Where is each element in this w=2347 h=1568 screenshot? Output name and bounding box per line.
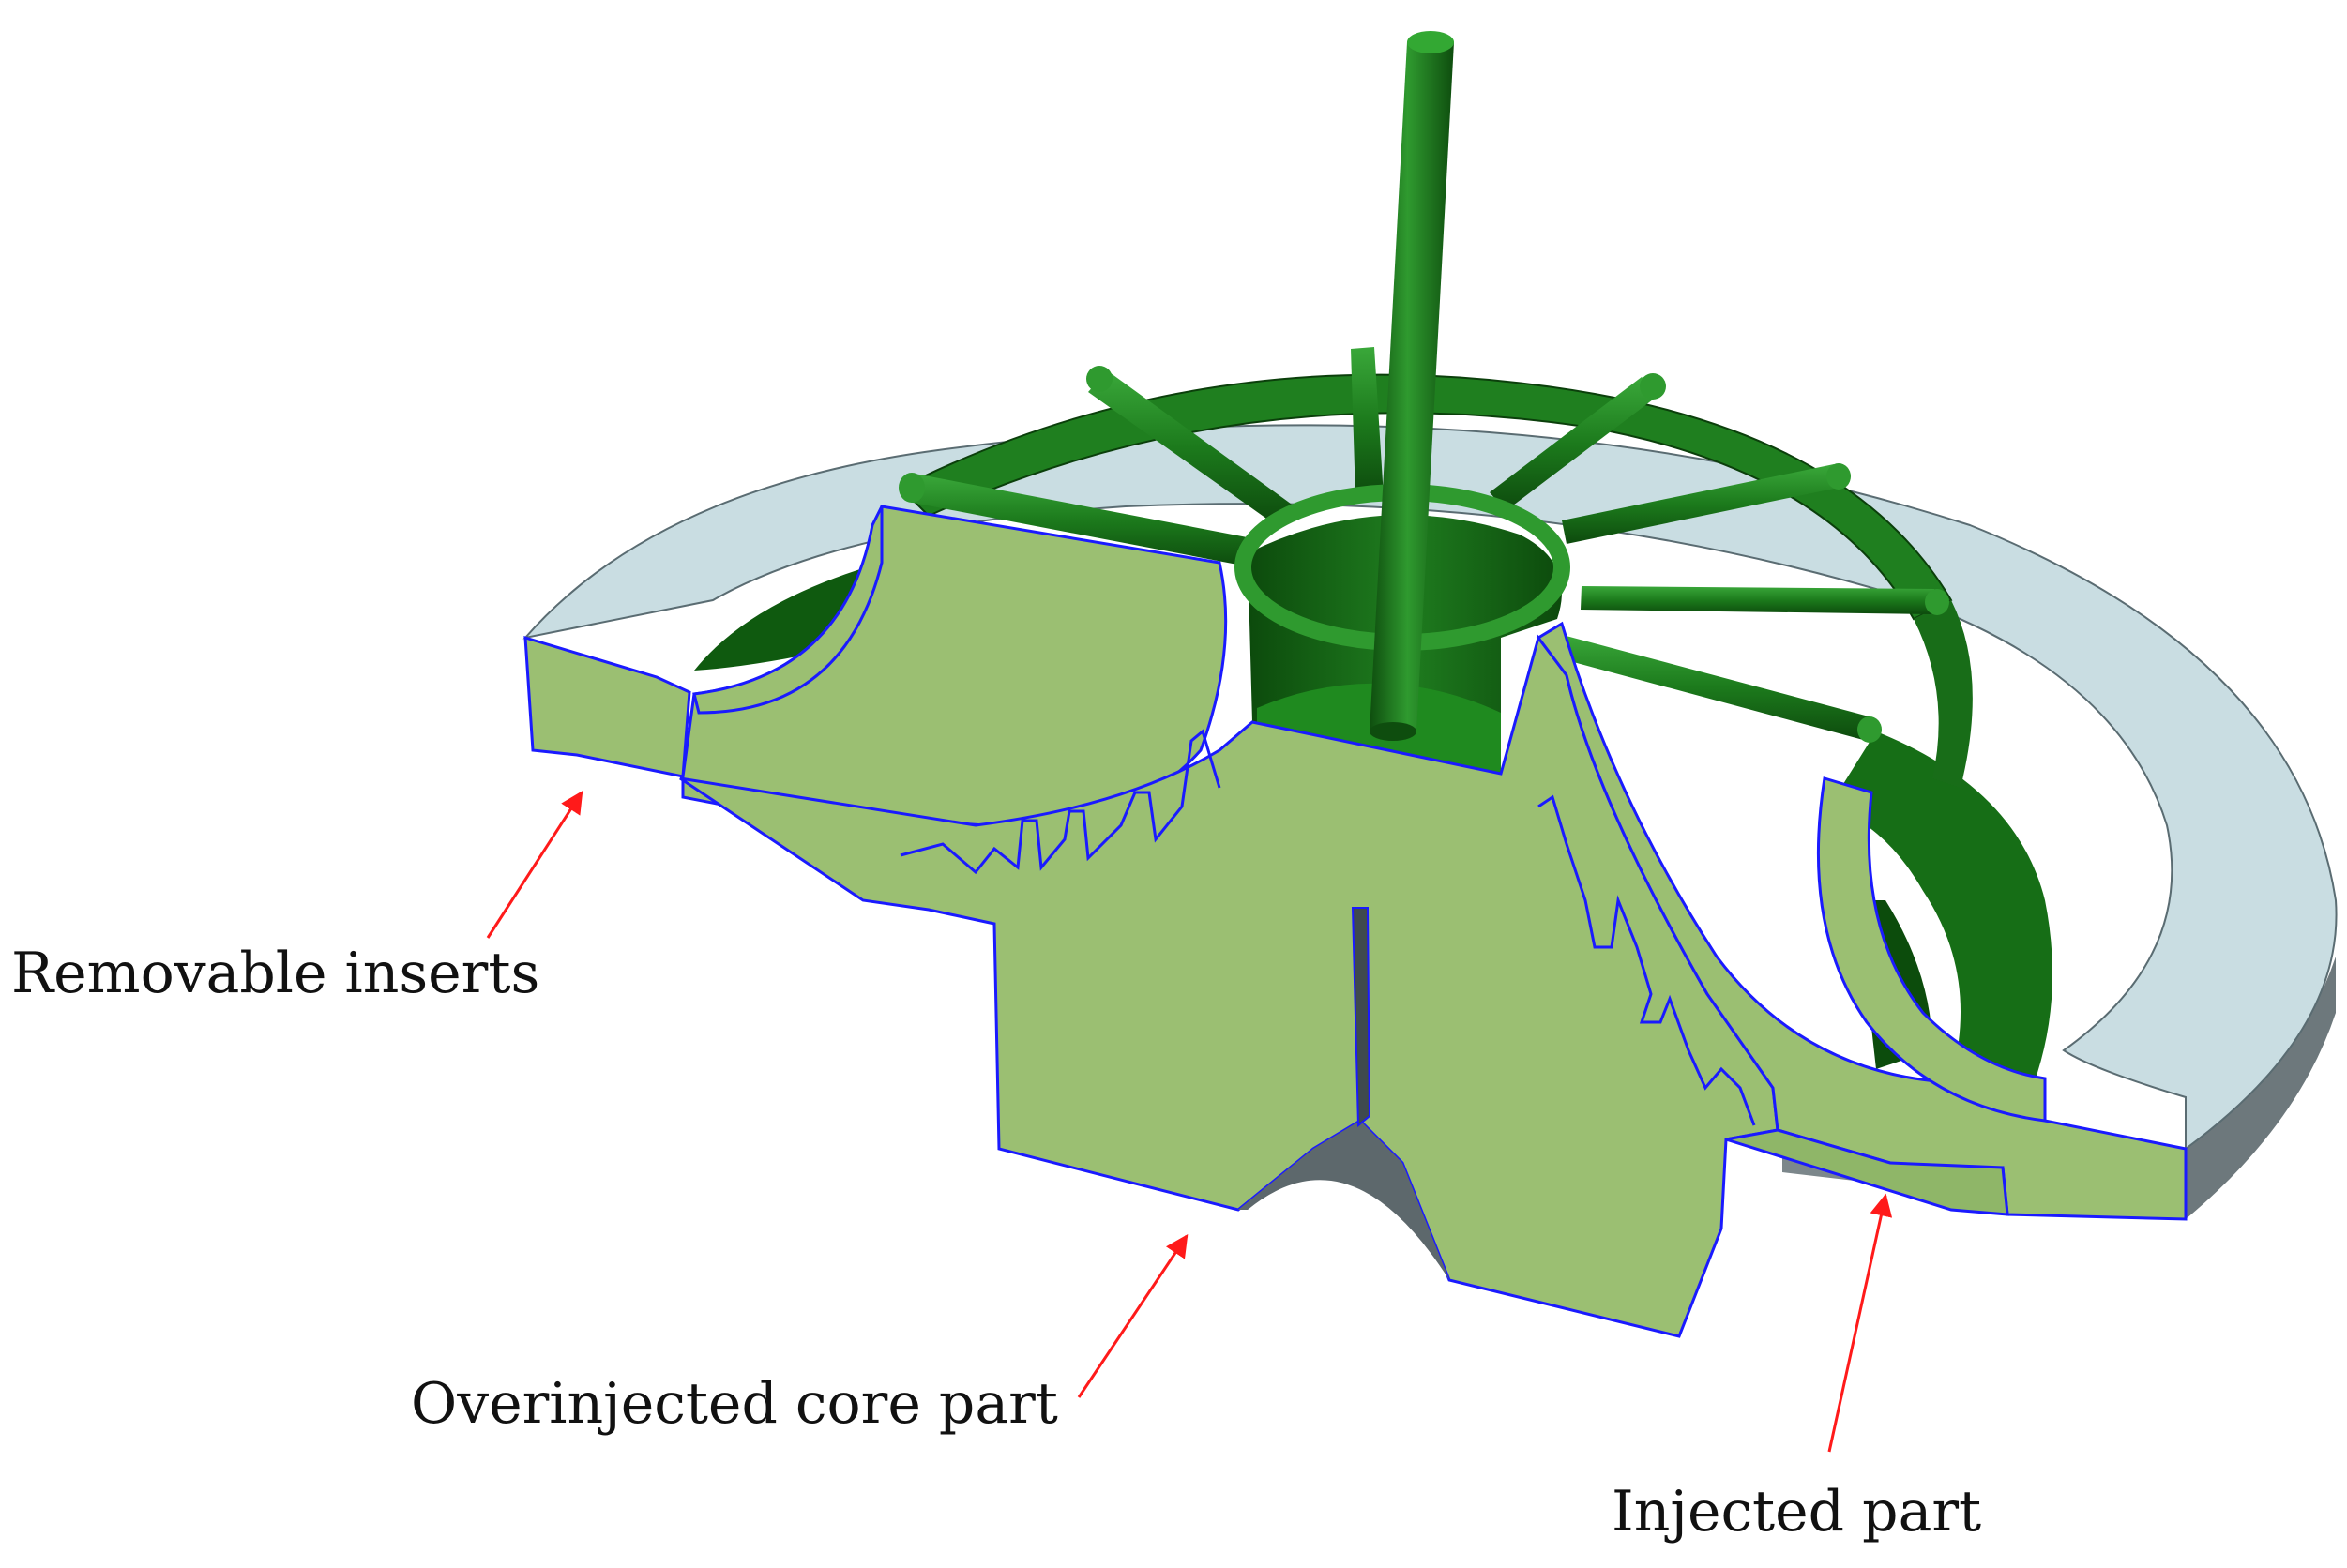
label-overinjected-core-part: Overinjected core part [411, 1371, 1058, 1437]
cavity-right [1829, 731, 2052, 1078]
spoke [1581, 586, 1934, 614]
spoke-end [1826, 463, 1851, 490]
spoke [1562, 464, 1839, 544]
spoke [1088, 370, 1295, 525]
spoke-end [1086, 366, 1113, 392]
insert-side-wall [2186, 957, 2336, 1219]
runner-spokes [899, 347, 1949, 743]
runner-rim-right [1914, 600, 1973, 788]
left-pocket [692, 505, 884, 715]
core-underside-hole [1238, 1121, 1449, 1280]
insert-top-surface [522, 424, 2338, 1151]
sprue-top [1407, 31, 1454, 53]
core-center-slit [1351, 907, 1371, 1128]
callout-arrow-overinjected-core [1077, 1234, 1189, 1398]
spoke [1351, 347, 1384, 497]
injected-part-right-step [1725, 1128, 2009, 1216]
spoke-end [1640, 373, 1666, 400]
core-teeth-left [900, 729, 1221, 875]
spoke [908, 474, 1257, 567]
spoke [1490, 377, 1660, 511]
label-injected-part: Injected part [1612, 1479, 1981, 1545]
label-removable-inserts: Removable inserts [11, 941, 539, 1006]
spoke-end [1925, 589, 1949, 615]
sprue-body [1370, 42, 1454, 731]
sprue-rod [1370, 31, 1454, 741]
spoke-end [1857, 716, 1882, 743]
removable-insert-section-left [523, 635, 691, 778]
callout-arrow-removable-inserts [486, 790, 583, 939]
callout-arrows [486, 790, 1893, 1453]
right-pocket-wall [1816, 776, 2047, 1123]
spoke-end [899, 473, 925, 503]
callout-arrow-injected-part [1827, 1193, 1893, 1453]
sprue-base [1370, 722, 1416, 741]
core-teeth-right [1537, 794, 1756, 1126]
spoke [1552, 634, 1872, 741]
